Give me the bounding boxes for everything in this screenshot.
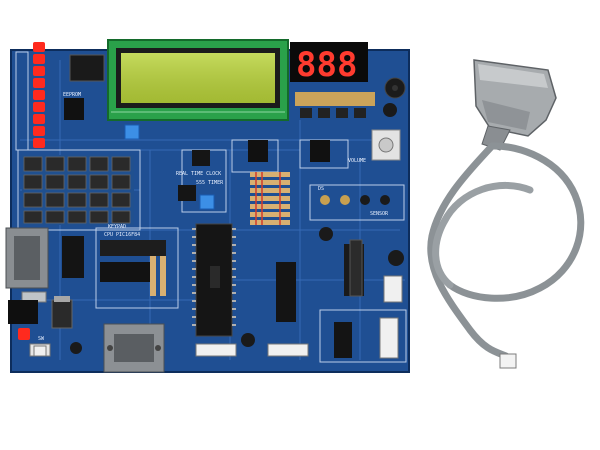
rtc-chip xyxy=(192,150,210,166)
resistor-array xyxy=(250,172,290,225)
header-connector xyxy=(195,343,237,357)
cpu-socket xyxy=(100,240,166,256)
ic-chip xyxy=(276,262,296,322)
led-bar xyxy=(33,42,45,148)
serial-port-left xyxy=(5,227,49,289)
max232-chip xyxy=(62,236,84,278)
power-jack xyxy=(8,300,38,324)
timer-label: 555 TIMER xyxy=(196,180,224,186)
volume-potentiometer xyxy=(371,129,401,161)
serial-port-bottom xyxy=(103,323,165,373)
mcu-chip xyxy=(192,223,236,337)
capacitor xyxy=(70,342,82,354)
volume-label: VOLUME xyxy=(348,158,366,164)
eeprom-label: EEPROM xyxy=(63,92,81,98)
eeprom-chip xyxy=(64,98,84,120)
header-connector xyxy=(379,317,399,359)
header-connector xyxy=(383,275,403,303)
red-led xyxy=(18,328,30,340)
voltage-regulator xyxy=(51,299,73,329)
seven-segment-display: 888 xyxy=(290,42,368,85)
switch-label: SW xyxy=(38,336,45,342)
capacitor xyxy=(319,227,333,241)
trimmer-potentiometer xyxy=(124,124,140,140)
jst-connector xyxy=(499,353,517,369)
ic-chip xyxy=(310,140,330,162)
seven-segment-digits: 888 xyxy=(296,45,357,85)
dip-switch xyxy=(69,54,105,82)
ic-chip xyxy=(248,140,268,162)
rtc-label: REAL TIME CLOCK xyxy=(176,171,221,177)
capacitor xyxy=(383,103,397,117)
header-connector xyxy=(267,343,309,357)
sensor-section: SENSOR DS xyxy=(318,186,390,217)
lcd-module xyxy=(107,39,289,121)
driver-components xyxy=(295,92,375,118)
parallel-port-cable xyxy=(427,59,585,369)
ic-chip xyxy=(334,322,352,358)
heatsink xyxy=(349,239,363,297)
cpu-chip xyxy=(100,262,150,282)
capacitor xyxy=(241,333,255,347)
capacitor xyxy=(388,250,404,266)
timer-potentiometer xyxy=(199,194,215,210)
header-connector xyxy=(33,345,47,357)
sensor-label: SENSOR xyxy=(370,211,389,217)
keypad: KEYPAD xyxy=(22,155,134,230)
keypad-label: KEYPAD xyxy=(108,224,126,230)
ds-label: DS xyxy=(318,186,324,192)
cpu-label: CPU PIC16F84 xyxy=(104,232,140,238)
timer-chip xyxy=(178,185,196,201)
